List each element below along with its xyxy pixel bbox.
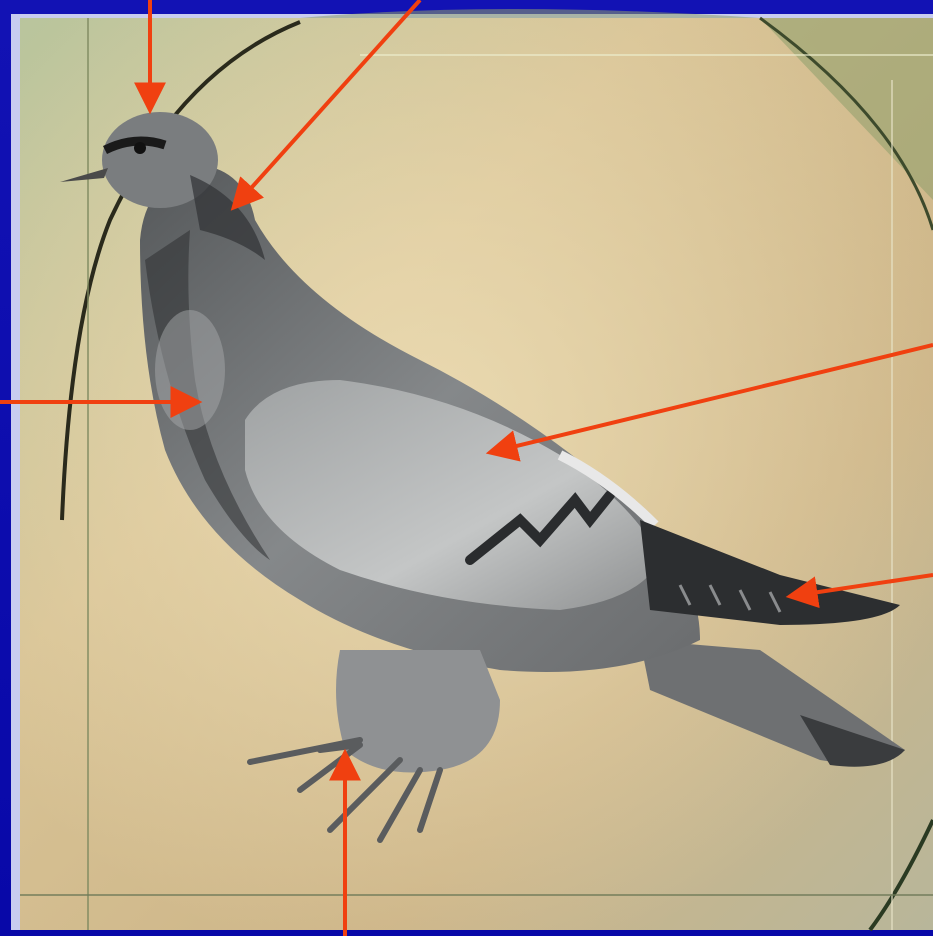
breast-highlight <box>155 310 225 430</box>
feathered-legs <box>336 650 500 773</box>
eye <box>134 142 146 154</box>
